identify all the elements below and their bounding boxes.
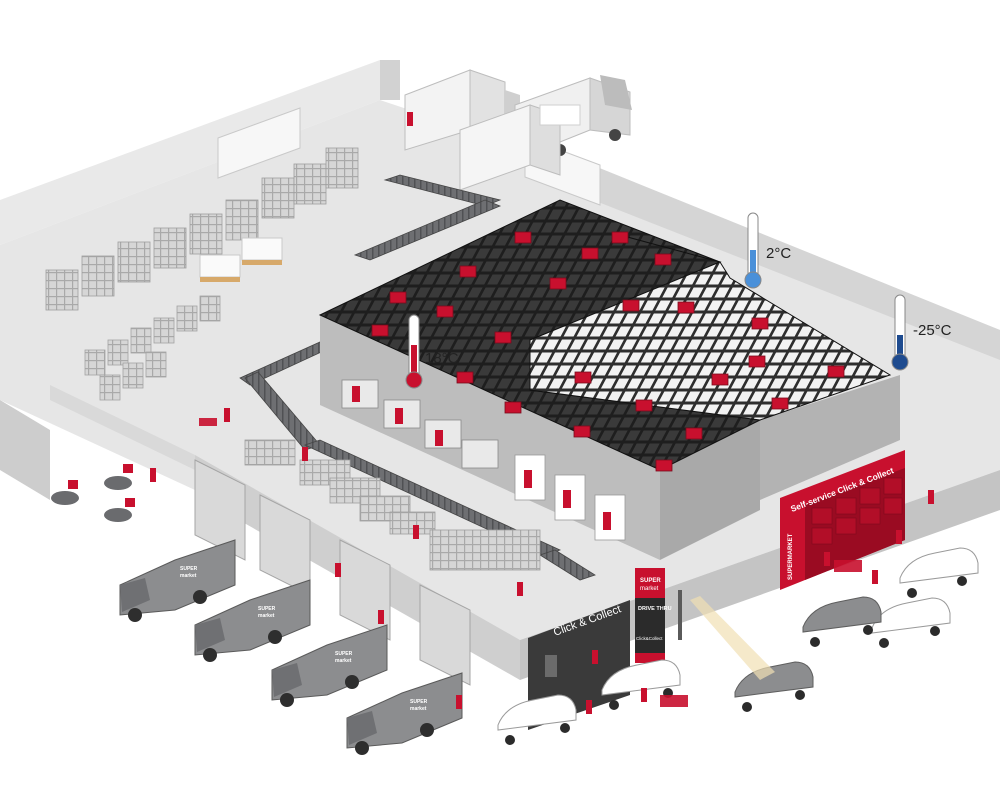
svg-text:SUPER: SUPER [180, 566, 198, 572]
temperature-frozen: -25°C [913, 322, 952, 339]
svg-text:SUPER: SUPER [335, 651, 353, 657]
svg-text:market: market [410, 706, 427, 712]
delivery-scooters [51, 464, 135, 522]
frozen-grid [529, 234, 892, 421]
thermometer-ambient-icon [405, 314, 423, 389]
conveyor-system [239, 174, 596, 581]
thermometer-frozen-icon [891, 294, 909, 371]
pallet-stack [199, 237, 283, 282]
picking-shelves [244, 439, 541, 571]
svg-text:market: market [640, 586, 659, 592]
van: SUPER market [346, 672, 463, 755]
van: SUPER market [119, 539, 236, 622]
van: SUPER market [194, 579, 311, 662]
svg-text:market: market [180, 573, 197, 579]
workers [150, 112, 934, 714]
temperature-chilled: 2°C [766, 245, 791, 262]
svg-text:SUPERMARKET: SUPERMARKET [788, 533, 794, 580]
van: SUPER market [271, 624, 388, 707]
dock-doors [194, 459, 471, 686]
delivery-trucks [404, 69, 632, 191]
delivery-vans: SUPER market SUPER market SUPER market S… [119, 539, 463, 755]
grid-robots [371, 231, 845, 472]
svg-text:Click&Collect: Click&Collect [636, 636, 663, 641]
thermometer-chilled-icon [744, 212, 762, 289]
delivery-crates [199, 418, 862, 707]
svg-text:market: market [335, 658, 352, 664]
svg-text:market: market [258, 613, 275, 619]
pallet-racks [45, 147, 359, 401]
svg-text:SUPER: SUPER [258, 606, 276, 612]
temperature-ambient: 18°C [425, 350, 459, 367]
svg-text:SUPER: SUPER [640, 578, 661, 584]
customer-cars [497, 547, 979, 745]
svg-text:DRIVE THRU: DRIVE THRU [638, 606, 672, 612]
svg-text:SUPER: SUPER [410, 699, 428, 705]
pick-stations [341, 379, 626, 541]
drive-thru-sign: SUPER market DRIVE THRU Click&Collect [635, 568, 672, 663]
